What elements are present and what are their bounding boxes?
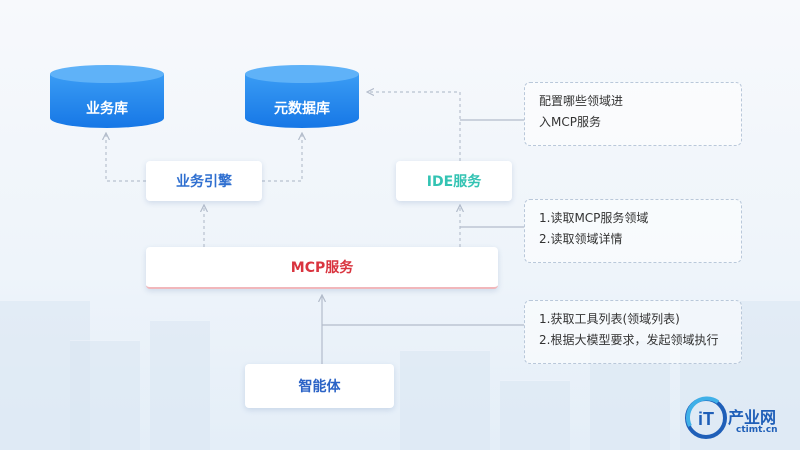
metadata-db-label: 元数据库 [274, 101, 330, 117]
note-agent-tools: 1.获取工具列表(领域列表) 2.根据大模型要求，发起领域执行 [524, 300, 742, 364]
bg-block [150, 320, 210, 450]
note-line: 1.获取工具列表(领域列表) [539, 312, 680, 326]
arrow-engine-to-business-db [106, 134, 146, 182]
note-line: 1.读取MCP服务领域 [539, 211, 649, 225]
note-line: 入MCP服务 [539, 115, 601, 129]
watermark-logo: iT 产业网 ctimt.cn [682, 392, 794, 444]
bg-block [70, 340, 140, 450]
business-db-cylinder: 业务库 [49, 64, 165, 130]
note-read-mcp: 1.读取MCP服务领域 2.读取领域详情 [524, 199, 742, 263]
mcp-service-label: MCP服务 [290, 260, 354, 276]
note-line: 2.读取领域详情 [539, 232, 623, 246]
business-db-label: 业务库 [86, 101, 128, 117]
arrow-ide-to-metadata-db [368, 92, 461, 161]
agent-label: 智能体 [298, 379, 341, 395]
database-icon [245, 65, 359, 128]
bg-block [500, 380, 570, 450]
watermark-text: 产业网 [728, 408, 777, 427]
note-line: 配置哪些领域进 [539, 94, 624, 108]
arrow-engine-to-metadata-db [262, 134, 302, 182]
note-ide-config: 配置哪些领域进 入MCP服务 [524, 82, 742, 146]
it-logo-icon: iT [685, 396, 727, 439]
mcp-service-box: MCP服务 [146, 247, 498, 289]
database-icon [50, 65, 164, 128]
business-engine-label: 业务引擎 [176, 174, 232, 190]
bg-block [400, 350, 490, 450]
business-engine-box: 业务引擎 [146, 161, 262, 201]
ide-service-box: IDE服务 [396, 161, 512, 201]
note-line: 2.根据大模型要求，发起领域执行 [539, 333, 719, 347]
agent-box: 智能体 [245, 364, 394, 408]
watermark-subtext: ctimt.cn [736, 425, 778, 435]
ide-service-label: IDE服务 [426, 174, 482, 190]
logo-mark: iT [698, 409, 714, 429]
metadata-db-cylinder: 元数据库 [244, 64, 360, 130]
